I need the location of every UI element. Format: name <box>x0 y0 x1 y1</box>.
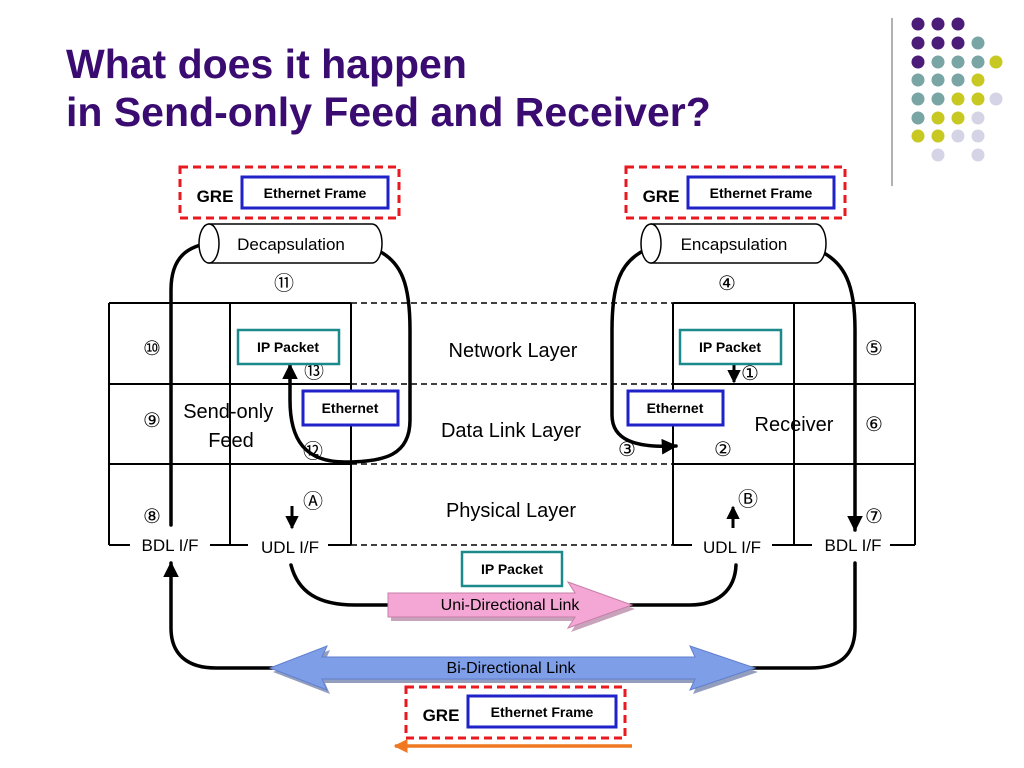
decorative-dot-grid <box>911 17 1003 162</box>
uni-directional-link-arrow: Uni-Directional Link <box>387 581 635 632</box>
ip-packet-receiver: IP Packet <box>678 328 783 366</box>
step-10: ⑩ <box>143 338 161 360</box>
title-line-2: in Send-only Feed and Receiver? <box>66 89 711 135</box>
bi-directional-link-arrow: Bi-Directional Link <box>268 645 758 694</box>
ethernet-box-sender: Ethernet <box>301 389 400 427</box>
gre-label: GRE <box>643 187 680 206</box>
title-line-1: What does it happen <box>66 41 467 87</box>
step-1: ① <box>741 363 759 385</box>
ip-packet-label: IP Packet <box>481 561 543 577</box>
ip-packet-label: IP Packet <box>257 339 319 355</box>
ip-packet-link: IP Packet <box>460 550 564 588</box>
step-4: ④ <box>718 273 736 295</box>
encapsulation-cylinder: Encapsulation <box>640 223 827 264</box>
ethernet-label: Ethernet <box>322 400 379 416</box>
slide-title: What does it happen in Send-only Feed an… <box>66 40 711 136</box>
gre-label: GRE <box>197 187 234 206</box>
step-9: ⑨ <box>143 410 161 432</box>
datalink-layer-label: Data Link Layer <box>441 420 581 442</box>
gre-label: GRE <box>423 706 460 725</box>
decapsulation-label: Decapsulation <box>237 235 345 254</box>
step-markers: ⑩ ⑨ ⑧ ⑪ ⑬ ⑫ Ⓐ ④ ① ② ③ Ⓑ ⑤ ⑥ ⑦ <box>143 272 883 528</box>
step-8: ⑧ <box>143 506 161 528</box>
decapsulation-cylinder: Decapsulation <box>198 223 383 264</box>
network-layer-label: Network Layer <box>449 340 578 362</box>
ip-packet-sender: IP Packet <box>236 328 341 366</box>
ip-packet-label: IP Packet <box>699 339 761 355</box>
step-7: ⑦ <box>865 506 883 528</box>
encapsulation-label: Encapsulation <box>681 235 788 254</box>
bdl-interface-right: BDL I/F <box>825 536 882 555</box>
uni-directional-link-label: Uni-Directional Link <box>441 597 581 614</box>
udl-interface-left: UDL I/F <box>261 538 319 557</box>
ethernet-frame-label: Ethernet Frame <box>710 185 813 201</box>
gre-box-left: GRE Ethernet Frame <box>178 165 401 220</box>
ethernet-frame-label: Ethernet Frame <box>491 704 594 720</box>
gre-box-bottom: GRE Ethernet Frame <box>404 685 627 740</box>
physical-layer-label: Physical Layer <box>446 500 576 522</box>
step-5: ⑤ <box>865 338 883 360</box>
ethernet-box-receiver: Ethernet <box>626 389 725 427</box>
ethernet-frame-label: Ethernet Frame <box>264 185 367 201</box>
udl-interface-right: UDL I/F <box>703 538 761 557</box>
layer-dashed-separators <box>351 302 673 546</box>
flow-paths <box>163 241 863 670</box>
bi-directional-link-label: Bi-Directional Link <box>447 660 577 677</box>
step-B: Ⓑ <box>738 488 758 511</box>
step-2: ② <box>714 439 732 461</box>
bdl-interface-left: BDL I/F <box>142 536 199 555</box>
ethernet-label: Ethernet <box>647 400 704 416</box>
step-A: Ⓐ <box>303 490 323 513</box>
step-6: ⑥ <box>865 414 883 436</box>
step-3: ③ <box>618 439 636 461</box>
gre-box-right: GRE Ethernet Frame <box>624 165 847 220</box>
send-only-feed-label: Send-only Feed <box>183 401 279 452</box>
step-11: ⑪ <box>274 272 294 295</box>
step-13: ⑬ <box>304 360 324 383</box>
receiver-label: Receiver <box>755 414 834 436</box>
